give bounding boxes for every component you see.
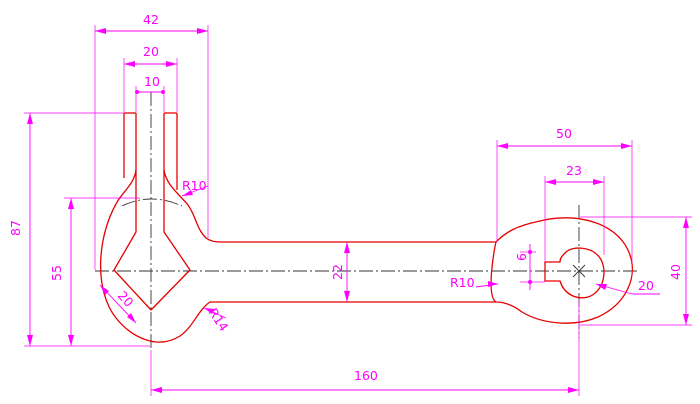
dim-40: 40 [668, 264, 683, 280]
dim-50: 50 [556, 126, 572, 141]
extension-lines [24, 25, 692, 396]
dim-10: 10 [144, 74, 160, 89]
dimension-lines [27, 28, 689, 393]
dim-55: 55 [49, 265, 64, 281]
bore-with-keyway [544, 247, 605, 299]
dimension-texts: 42 20 10 87 55 R10 20 R14 22 160 50 23 6… [8, 12, 683, 383]
dim-6: 6 [514, 253, 529, 261]
left-boss-upper [163, 113, 496, 243]
slot-to-diamond [113, 170, 191, 311]
dim-23: 23 [566, 163, 582, 178]
left-boss-outline [99, 113, 496, 343]
center-cross [572, 264, 586, 278]
dim-160: 160 [354, 368, 378, 383]
part-outline [99, 112, 633, 343]
dim-42: 42 [143, 12, 159, 27]
right-boss-outline [490, 217, 633, 324]
dim-87: 87 [8, 220, 23, 236]
dim-22: 22 [330, 264, 345, 280]
dim-20-top: 20 [143, 44, 159, 59]
dim-r10-top: R10 [182, 178, 207, 193]
dim-20-right: 20 [638, 278, 654, 293]
dim-r10-right: R10 [450, 275, 475, 290]
